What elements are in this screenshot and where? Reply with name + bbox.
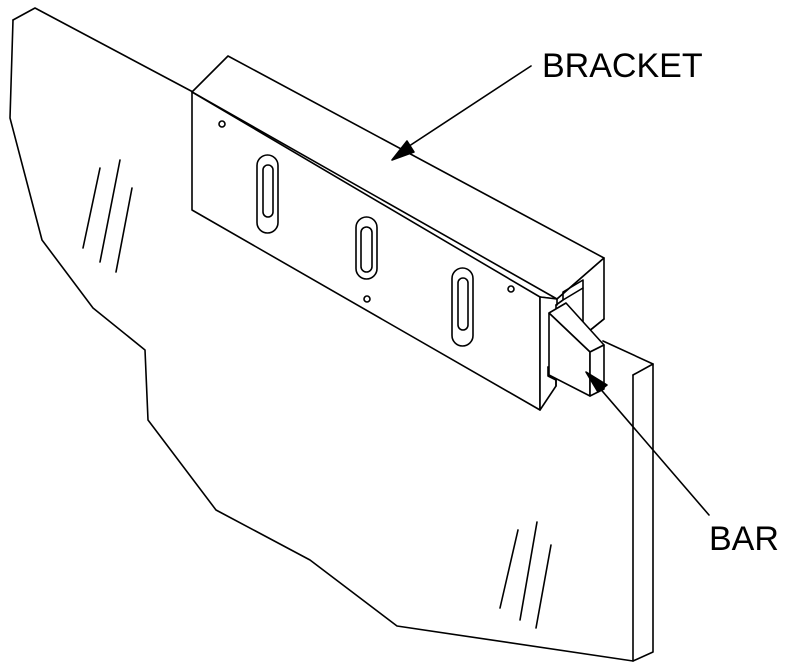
bracket-slot bbox=[355, 216, 378, 280]
glass-panel-right-edge bbox=[632, 363, 654, 662]
glass-panel-top-edge bbox=[12, 7, 194, 93]
bracket-screw-hole bbox=[218, 120, 226, 128]
bar-leader-arrow bbox=[585, 371, 710, 516]
bar-label: BAR bbox=[709, 520, 779, 558]
glass-reflection-marks-upper bbox=[82, 159, 133, 273]
glass-reflection-marks-lower bbox=[499, 521, 552, 629]
bracket-screw-hole bbox=[507, 285, 515, 293]
bracket-leader-arrow bbox=[391, 65, 532, 161]
bracket-screw-hole bbox=[363, 295, 371, 303]
bracket bbox=[191, 55, 605, 411]
bracket-label: BRACKET bbox=[542, 47, 703, 85]
glass-panel-front-face bbox=[9, 19, 634, 662]
bracket-slot bbox=[451, 267, 474, 347]
bracket-slot bbox=[256, 154, 279, 234]
glass-panel bbox=[9, 7, 654, 662]
